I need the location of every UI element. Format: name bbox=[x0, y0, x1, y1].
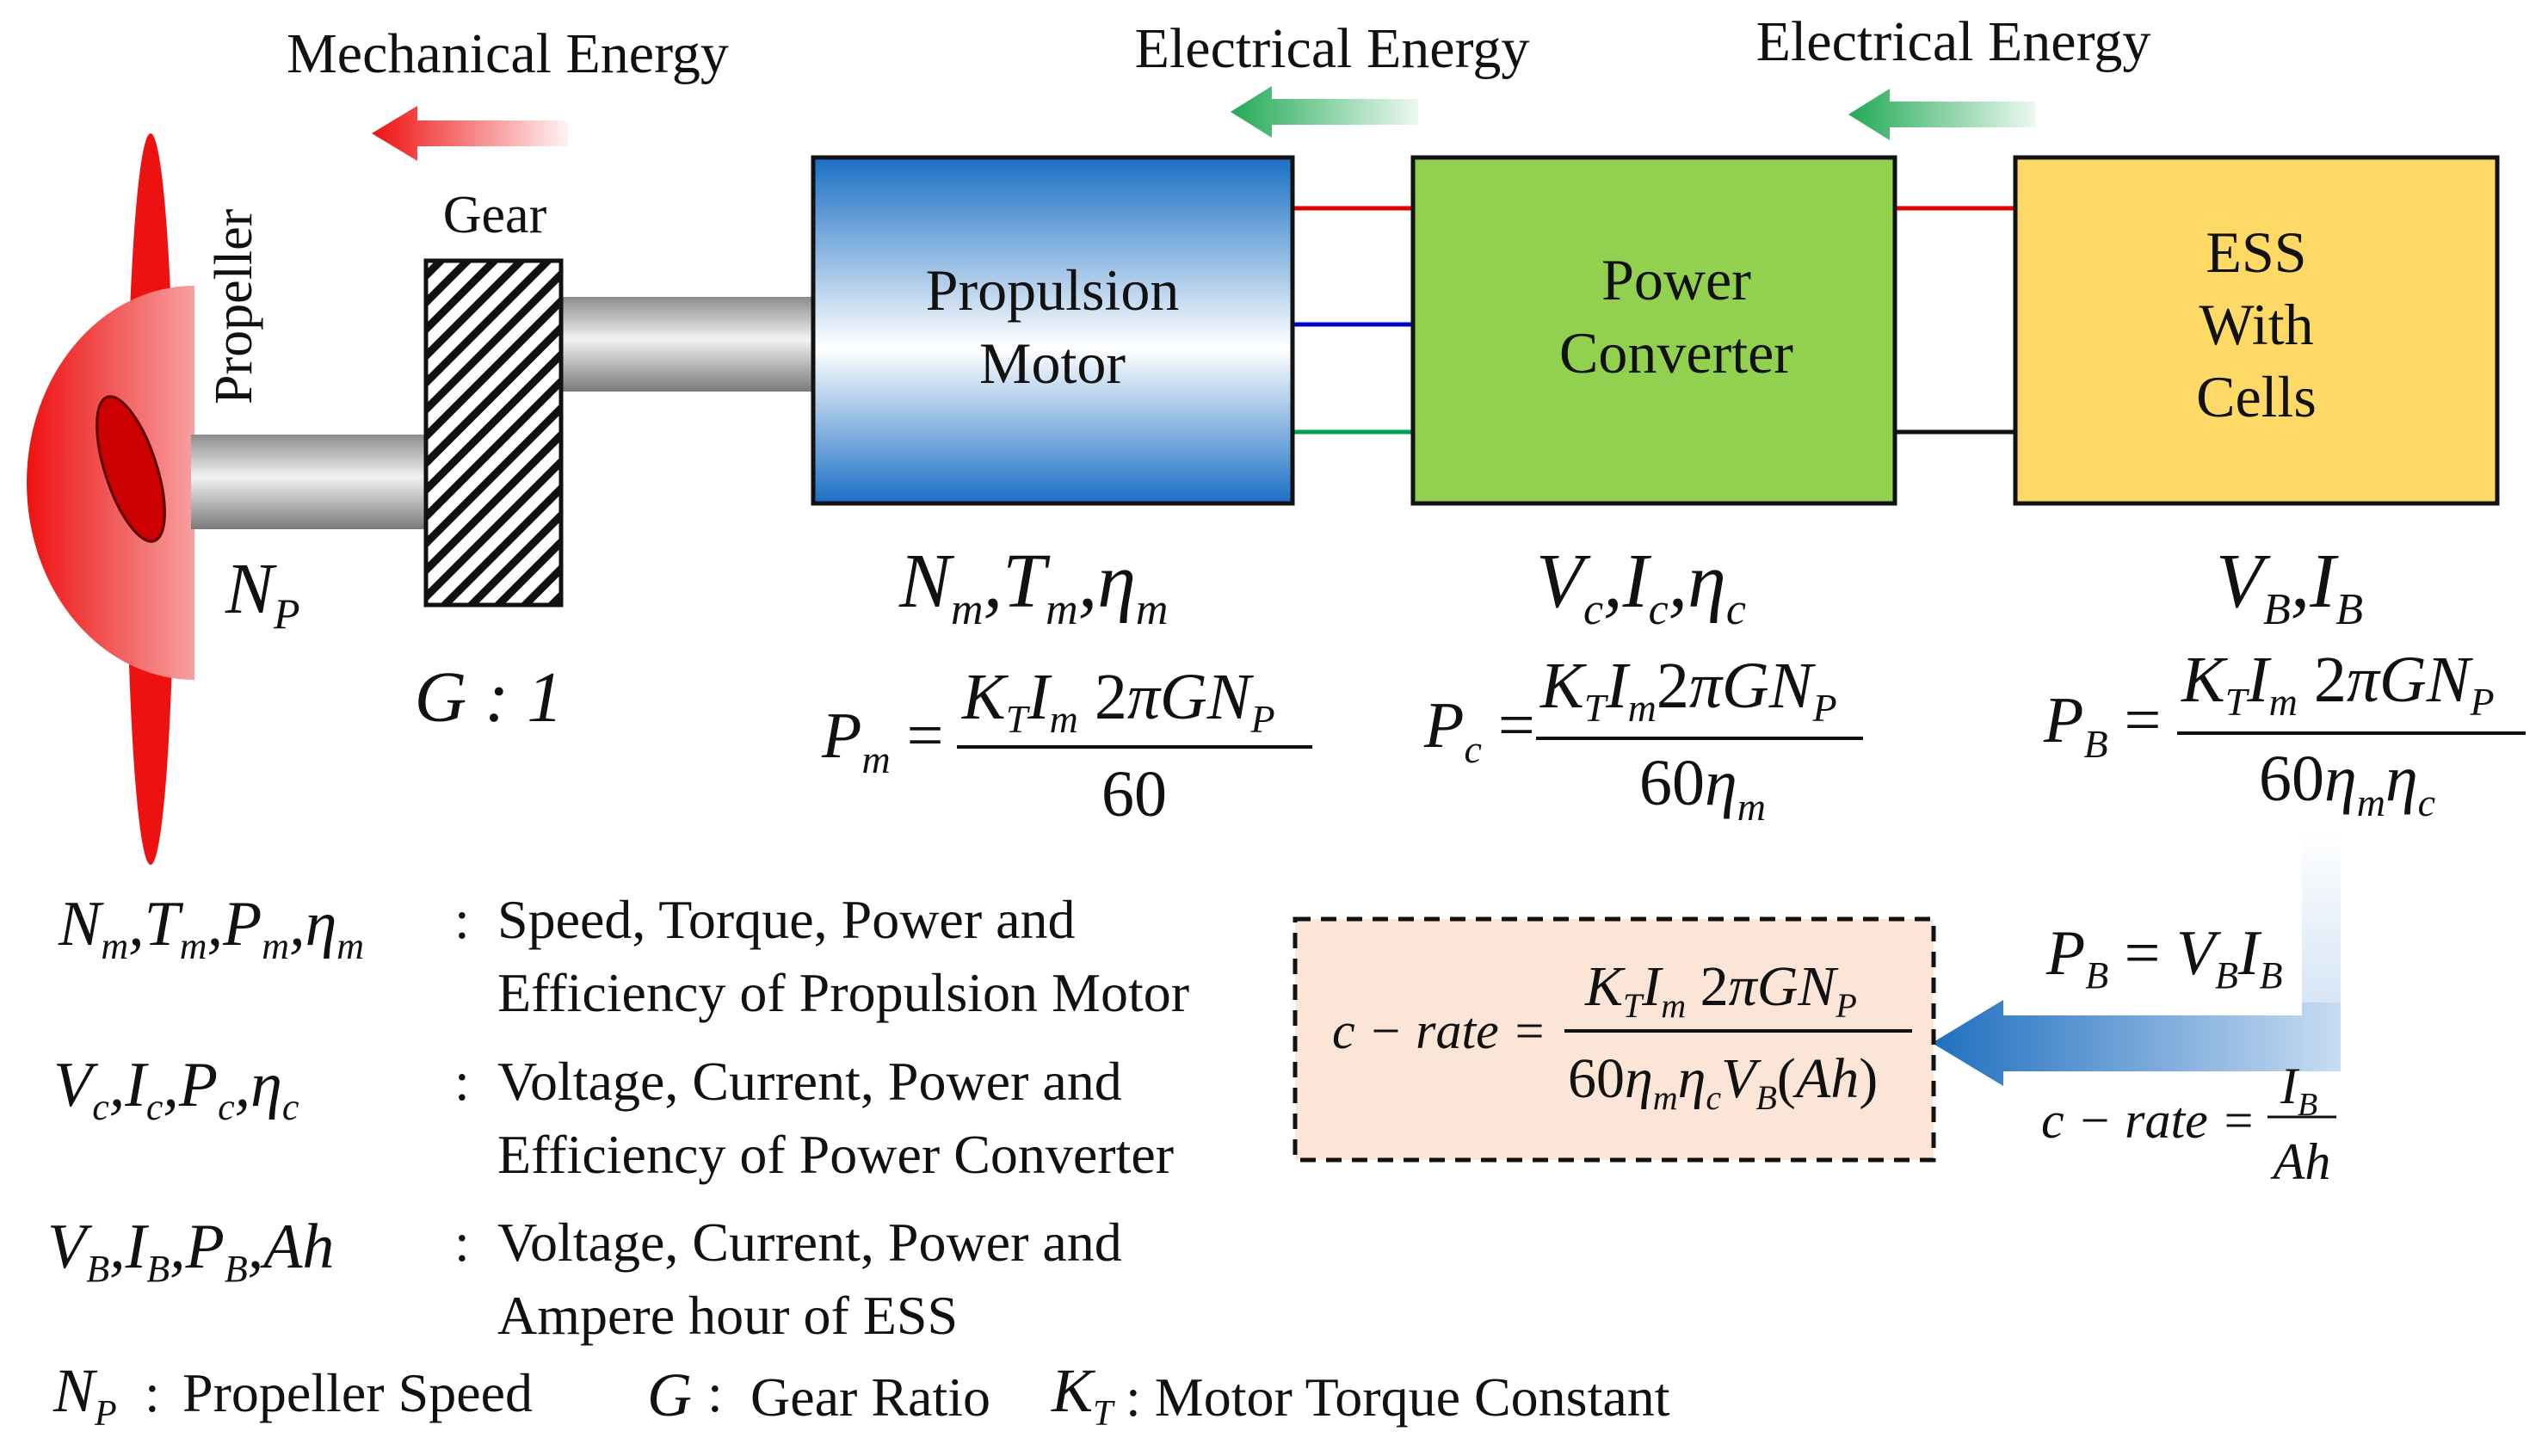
ess-power-equation: PB = KTIm 2πGNP 60ηmηc bbox=[2043, 644, 2526, 824]
gear-label: Gear bbox=[443, 186, 547, 244]
electrical-energy-label-2: Electrical Energy bbox=[1756, 10, 2151, 73]
propeller-label: Propeller bbox=[205, 208, 263, 404]
propulsion-motor-label-2: Motor bbox=[979, 330, 1126, 396]
c-rate-formula-box bbox=[1293, 916, 1936, 1163]
c-rate-formula: c − rate = KTIm 2πGNP 60ηmηcVB(Ah) bbox=[1332, 955, 1912, 1117]
c-rate-definition: c − rate = IB Ah bbox=[2041, 1058, 2336, 1190]
motor-shaft bbox=[559, 297, 813, 392]
svg-text:G: G bbox=[647, 1360, 692, 1429]
electrical-energy-label-1: Electrical Energy bbox=[1135, 17, 1530, 80]
ess-label-3: Cells bbox=[2196, 364, 2317, 429]
svg-text:60ηmηcVB(Ah): 60ηmηcVB(Ah) bbox=[1568, 1047, 1878, 1117]
svg-text:Ah: Ah bbox=[2270, 1133, 2331, 1190]
motor-power-equation: Pm = KTIm 2πGNP 60 bbox=[821, 661, 1312, 830]
power-converter-label-2: Converter bbox=[1559, 320, 1793, 386]
legend-motor-desc-2: Efficiency of Propulsion Motor bbox=[497, 962, 1189, 1023]
svg-text:KTIm 2πGNP: KTIm 2πGNP bbox=[2181, 644, 2495, 724]
svg-text:c − rate =: c − rate = bbox=[1332, 1003, 1546, 1059]
ess-power-relation: PB = VBIB bbox=[2045, 918, 2282, 996]
svg-text::: : bbox=[454, 1212, 470, 1273]
legend-gear-ratio: Gear Ratio bbox=[750, 1367, 990, 1428]
svg-text:60ηmηc: 60ηmηc bbox=[2259, 743, 2435, 824]
legend-propeller-speed: Propeller Speed bbox=[182, 1362, 533, 1423]
electrical-energy-arrow-2 bbox=[1848, 89, 2036, 140]
legend-ess-desc-2: Ampere hour of ESS bbox=[497, 1285, 958, 1346]
svg-text::: : bbox=[454, 1051, 470, 1112]
svg-text:Vc,Ic,Pc,ηc: Vc,Ic,Pc,ηc bbox=[53, 1050, 299, 1128]
power-converter-label-1: Power bbox=[1601, 247, 1751, 312]
svg-text::: : bbox=[707, 1362, 723, 1423]
gear-ratio: G : 1 bbox=[415, 657, 564, 737]
power-converter-box bbox=[1410, 155, 1897, 506]
ess-label-2: With bbox=[2199, 292, 2313, 357]
svg-text:Nm,Tm,Pm,ηm: Nm,Tm,Pm,ηm bbox=[58, 889, 364, 967]
propulsion-motor-label-1: Propulsion bbox=[926, 257, 1180, 323]
svg-text:c − rate =: c − rate = bbox=[2041, 1092, 2255, 1149]
ess-label-1: ESS bbox=[2206, 219, 2306, 285]
svg-text:Pm =: Pm = bbox=[821, 700, 944, 781]
propeller-speed-symbol: NP bbox=[225, 549, 300, 638]
legend-motor-desc-1: Speed, Torque, Power and bbox=[497, 889, 1076, 950]
c-rate-arrow bbox=[1932, 1000, 2341, 1086]
svg-text:PB =: PB = bbox=[2043, 684, 2161, 766]
legend-converter-desc-2: Efficiency of Power Converter bbox=[497, 1124, 1174, 1185]
electrical-energy-arrow-1 bbox=[1231, 86, 1418, 138]
propeller-hub-slot bbox=[96, 395, 166, 543]
converter-power-equation: Pc = KTIm2πGNP 60ηm bbox=[1423, 650, 1863, 829]
legend-footer: NP : Propeller Speed G : Gear Ratio KT :… bbox=[52, 1356, 1670, 1434]
svg-text:KT: KT bbox=[1051, 1356, 1115, 1434]
legend-ess: VB,IB,PB,Ah : Voltage, Current, Power an… bbox=[47, 1212, 1122, 1346]
legend-converter: Vc,Ic,Pc,ηc : Voltage, Current, Power an… bbox=[53, 1050, 1174, 1185]
legend-motor: Nm,Tm,Pm,ηm : Speed, Torque, Power and E… bbox=[58, 889, 1189, 1023]
converter-variables: Vc,Ic,ηc bbox=[1536, 539, 1746, 634]
ess-variables: VB,IB bbox=[2216, 539, 2363, 634]
svg-text:NP: NP bbox=[52, 1356, 117, 1434]
gear-block bbox=[423, 258, 564, 608]
svg-text:KTIm 2πGNP: KTIm 2πGNP bbox=[961, 661, 1275, 741]
svg-text:KTIm2πGNP: KTIm2πGNP bbox=[1539, 650, 1837, 730]
svg-text:60ηm: 60ηm bbox=[1639, 747, 1766, 829]
mechanical-energy-label: Mechanical Energy bbox=[287, 22, 729, 85]
mechanical-energy-arrow bbox=[372, 106, 568, 161]
propeller-shaft bbox=[191, 435, 426, 529]
svg-text:60: 60 bbox=[1101, 758, 1167, 830]
svg-text::: : bbox=[454, 889, 470, 950]
legend-torque-constant: : Motor Torque Constant bbox=[1126, 1367, 1670, 1428]
svg-text:VB,IB,PB,Ah: VB,IB,PB,Ah bbox=[47, 1212, 334, 1290]
legend-converter-desc-1: Voltage, Current, Power and bbox=[497, 1051, 1122, 1112]
svg-text:Pc =: Pc = bbox=[1423, 689, 1535, 771]
motor-variables: Nm,Tm,ηm bbox=[898, 539, 1168, 634]
legend-ess-desc-1: Voltage, Current, Power and bbox=[497, 1212, 1122, 1273]
svg-text::: : bbox=[145, 1362, 160, 1423]
propulsion-motor-box bbox=[811, 155, 1295, 506]
ess-box bbox=[2013, 155, 2500, 506]
